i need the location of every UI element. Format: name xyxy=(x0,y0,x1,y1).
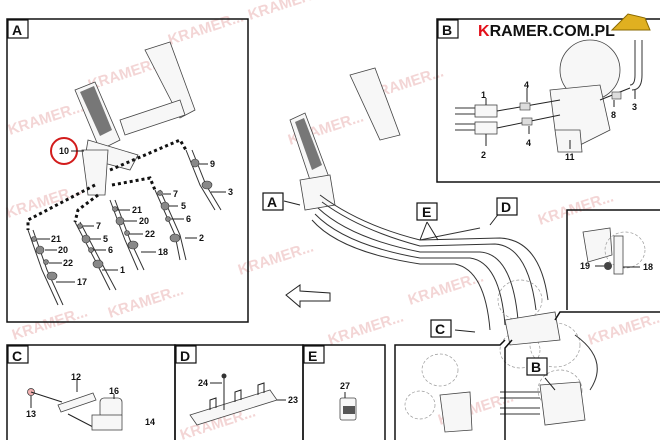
direction-arrow-icon xyxy=(285,284,331,309)
part-label: 8 xyxy=(611,110,616,120)
part-label: 16 xyxy=(109,386,119,396)
panel-a-labels: 10 9 3 7 5 6 21 20 22 18 2 7 5 6 1 21 20… xyxy=(51,146,233,287)
part-label: 19 xyxy=(580,261,590,271)
excavator-logo-icon xyxy=(610,13,651,31)
part-label: 1 xyxy=(481,90,486,100)
part-label: 7 xyxy=(173,189,178,199)
watermark: KRAMER... xyxy=(536,188,616,228)
part-label: 4 xyxy=(526,138,531,148)
watermark: KRAMER... xyxy=(326,308,406,348)
panel-b-tag: B xyxy=(442,22,452,38)
watermark: KRAMER... xyxy=(106,281,186,321)
part-label: 13 xyxy=(26,409,36,419)
part-label: 20 xyxy=(139,216,149,226)
callout-d: D xyxy=(501,199,511,215)
part-label: 22 xyxy=(63,258,73,268)
part-label: 9 xyxy=(210,159,215,169)
callout-b: B xyxy=(531,359,541,375)
part-label: 20 xyxy=(58,245,68,255)
detail-panel: 19 18 xyxy=(554,209,660,321)
part-label: 12 xyxy=(71,372,81,382)
part-label: 24 xyxy=(198,378,208,388)
part-label: 18 xyxy=(643,262,653,272)
callout-c: C xyxy=(435,321,445,337)
part-label: 2 xyxy=(481,150,486,160)
panel-a-tag: A xyxy=(12,22,22,38)
watermark: KRAMER... xyxy=(406,268,486,308)
part-label: 7 xyxy=(96,221,101,231)
callout-e: E xyxy=(422,204,431,220)
callout-a: A xyxy=(267,194,277,210)
detail-panel-lower xyxy=(394,339,513,440)
part-label: 11 xyxy=(565,152,575,162)
part-label: 2 xyxy=(199,233,204,243)
panel-c: C 12 16 13 14 xyxy=(6,344,176,440)
panel-e-tag: E xyxy=(308,348,317,364)
part-label: 3 xyxy=(632,102,637,112)
brand-logo: KRAMER.COM.PL xyxy=(478,23,615,40)
part-label: 5 xyxy=(103,234,108,244)
watermark: KRAMER... xyxy=(6,98,86,138)
panel-a: A xyxy=(6,18,249,323)
part-label: 6 xyxy=(186,214,191,224)
part-label: 17 xyxy=(77,277,87,287)
panel-e: E 27 xyxy=(302,344,386,440)
part-label: 5 xyxy=(181,201,186,211)
part-label: 21 xyxy=(51,234,61,244)
part-label: 18 xyxy=(158,247,168,257)
part-label: 21 xyxy=(132,205,142,215)
part-label: 3 xyxy=(228,187,233,197)
part-label: 23 xyxy=(288,395,298,405)
part-label: 14 xyxy=(145,417,155,427)
part-label: 6 xyxy=(108,245,113,255)
part-label: 10 xyxy=(59,146,69,156)
panel-d: D 24 23 xyxy=(174,344,304,440)
part-label: 4 xyxy=(524,80,529,90)
part-label: 1 xyxy=(120,265,125,275)
watermark: KRAMER... xyxy=(4,181,84,221)
watermark: KRAMER... xyxy=(10,303,90,343)
part-label: 22 xyxy=(145,229,155,239)
panel-c-tag: C xyxy=(12,348,22,364)
part-label: 27 xyxy=(340,381,350,391)
panel-d-tag: D xyxy=(180,348,190,364)
watermark: KRAMER... xyxy=(246,0,326,24)
panel-b: B KRAMER.COM.PL 1 4 4 2 11 8 3 xyxy=(436,13,660,183)
watermark: KRAMER... xyxy=(166,8,246,48)
main-assembly-view: A E D C B xyxy=(262,67,598,426)
watermark: KRAMER... xyxy=(586,308,660,348)
